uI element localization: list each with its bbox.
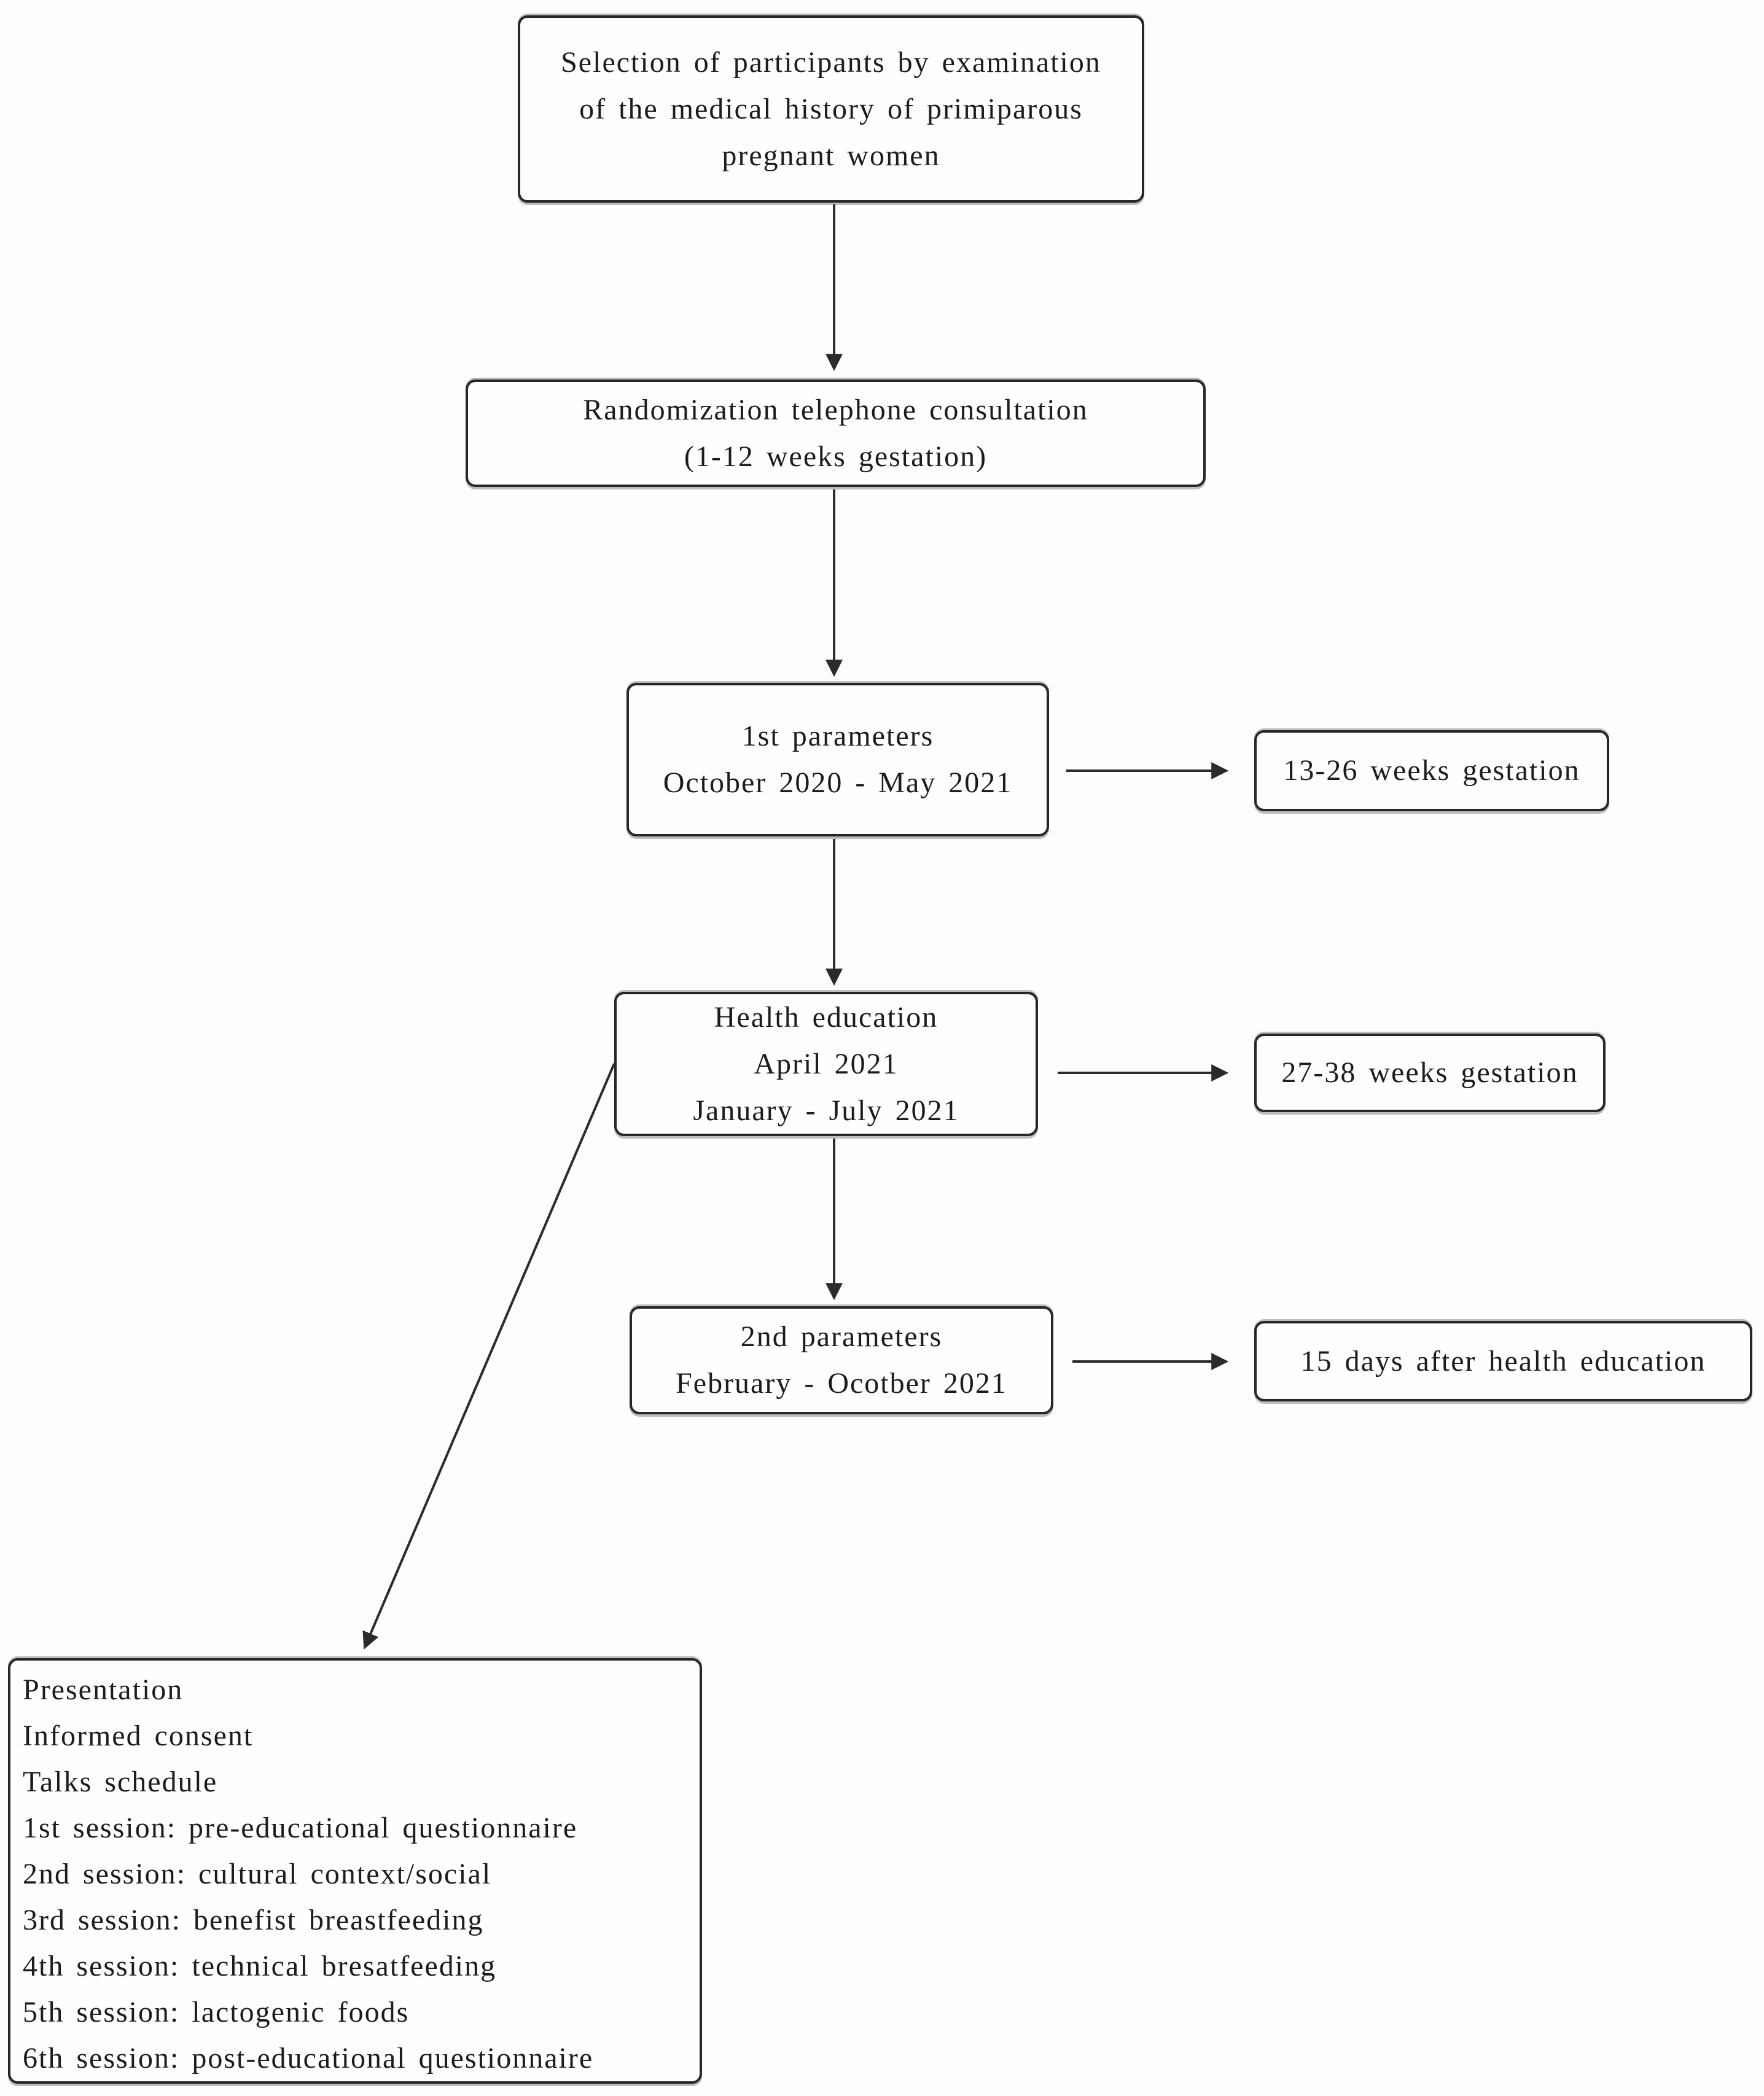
node-health-education-line: Health education <box>714 1000 939 1034</box>
node-sessions-line: 2nd session: cultural context/social <box>23 1858 492 1890</box>
node-sessions-line: Informed consent <box>23 1720 254 1752</box>
node-gestation-13-26-line: 13-26 weeks gestation <box>1283 754 1580 787</box>
node-first-parameters-line: October 2020 - May 2021 <box>663 766 1013 799</box>
node-first-parameters: 1st parameters October 2020 - May 2021 <box>626 683 1049 836</box>
node-after-education-line: 15 days after health education <box>1300 1344 1706 1377</box>
node-health-education: Health education April 2021 January - Ju… <box>614 992 1038 1136</box>
node-randomization-line: (1-12 weeks gestation) <box>684 440 988 473</box>
node-sessions: Presentation Informed consent Talks sche… <box>8 1658 702 2084</box>
node-randomization-line: Randomization telephone consultation <box>583 393 1088 426</box>
node-sessions-line: 4th session: technical bresatfeeding <box>23 1950 497 1982</box>
node-sessions-line: 6th session: post-educational questionna… <box>23 2042 594 2075</box>
node-sessions-line: 3rd session: benefist breastfeeding <box>23 1904 484 1936</box>
node-selection-line: pregnant women <box>722 139 940 172</box>
node-selection-line: Selection of participants by examination <box>561 45 1101 79</box>
node-second-parameters-line: 2nd parameters <box>740 1320 943 1353</box>
node-gestation-27-38-line: 27-38 weeks gestation <box>1281 1056 1579 1089</box>
node-sessions-line: Presentation <box>23 1673 184 1706</box>
node-first-parameters-line: 1st parameters <box>741 720 934 752</box>
node-sessions-line: Talks schedule <box>23 1766 218 1798</box>
node-gestation-27-38: 27-38 weeks gestation <box>1254 1034 1606 1112</box>
node-randomization: Randomization telephone consultation (1-… <box>466 380 1206 487</box>
node-health-education-line: April 2021 <box>754 1047 899 1080</box>
node-health-education-line: January - July 2021 <box>693 1094 959 1127</box>
node-sessions-line: 5th session: lactogenic foods <box>23 1996 410 2028</box>
node-after-education: 15 days after health education <box>1254 1321 1752 1401</box>
node-sessions-line: 1st session: pre-educational questionnai… <box>23 1812 578 1844</box>
node-second-parameters-line: February - Ocotber 2021 <box>676 1367 1007 1400</box>
node-gestation-13-26: 13-26 weeks gestation <box>1254 730 1609 811</box>
node-selection: Selection of participants by examination… <box>518 15 1144 203</box>
node-selection-line: of the medical history of primiparous <box>579 92 1083 125</box>
node-second-parameters: 2nd parameters February - Ocotber 2021 <box>630 1306 1053 1414</box>
arrow-health-education-to-sessions <box>362 1063 615 1650</box>
